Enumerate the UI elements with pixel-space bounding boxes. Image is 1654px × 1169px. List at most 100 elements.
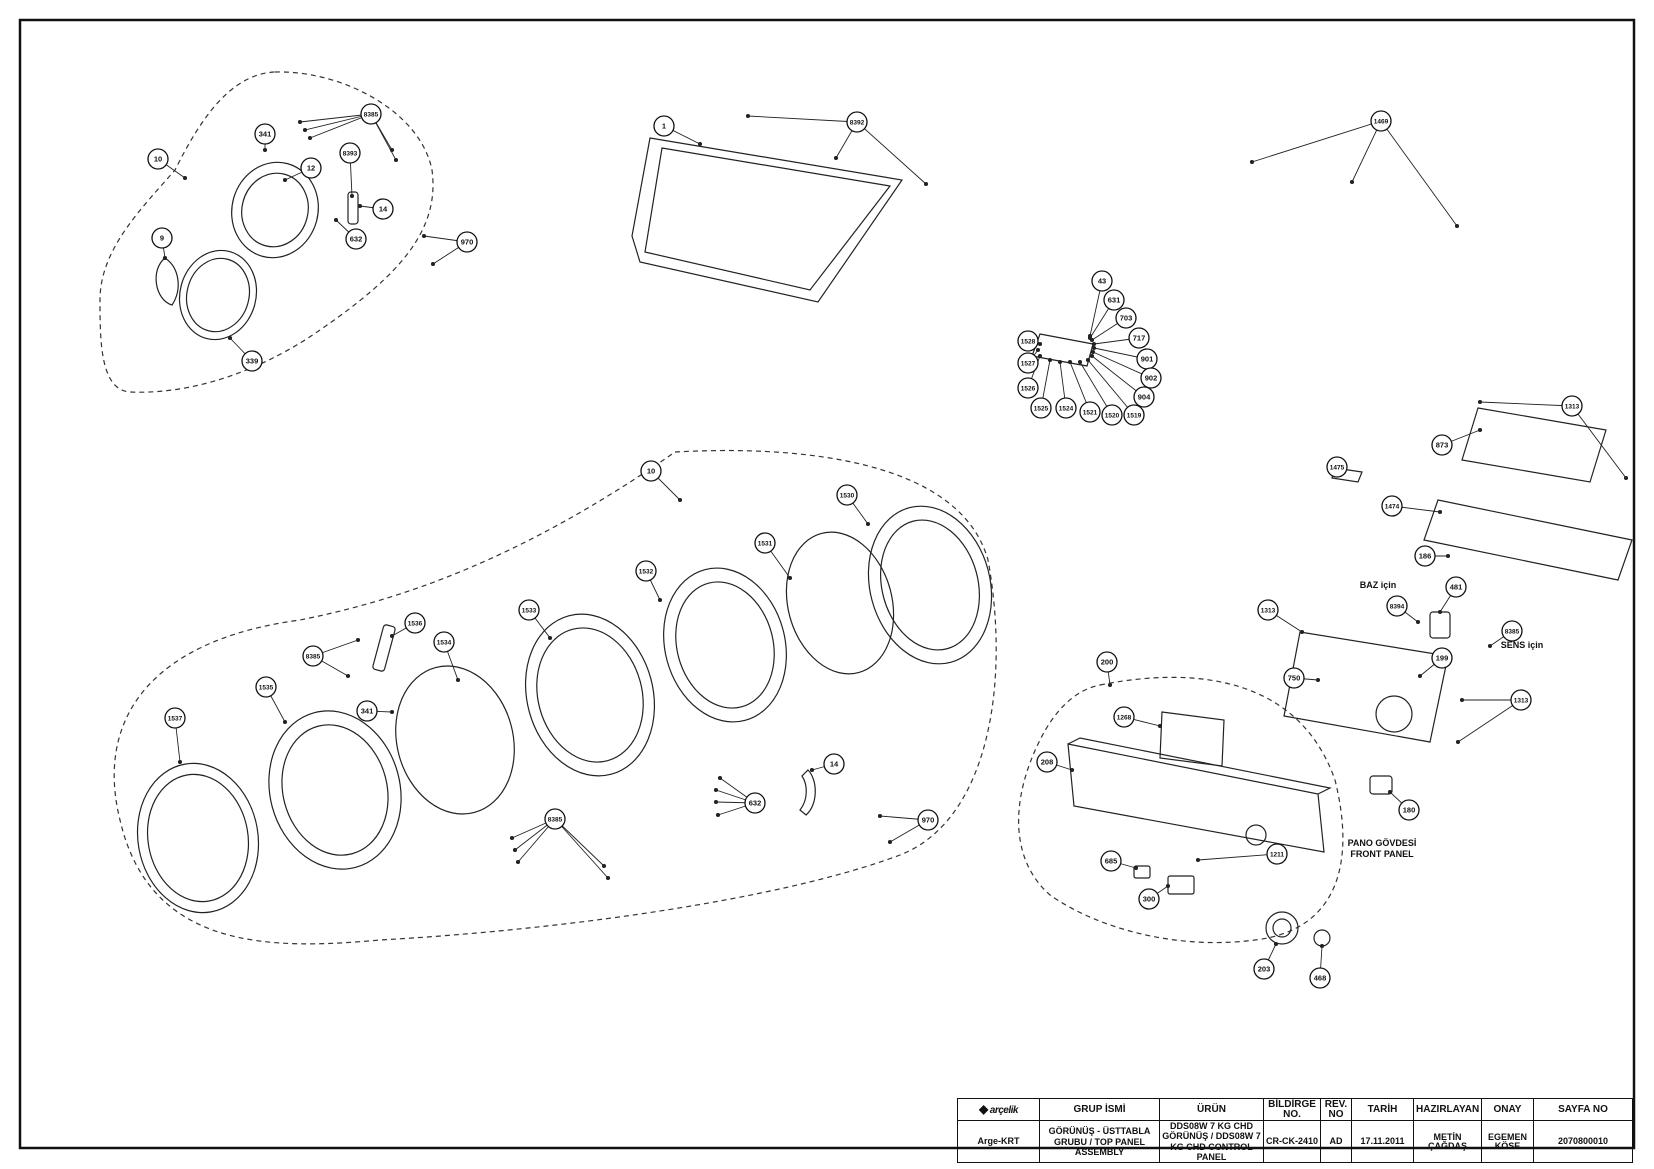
balloon-circle xyxy=(1101,404,1123,426)
balloon-label: 703 xyxy=(1120,314,1133,323)
balloon-callout: 10 xyxy=(640,460,662,482)
leader-dot xyxy=(389,709,395,715)
header-urun: ÜRÜN xyxy=(1159,1098,1264,1121)
leader-dot xyxy=(177,759,183,765)
balloon-callout: 904 xyxy=(1133,386,1155,408)
balloon-circle xyxy=(1257,599,1279,621)
balloon-label: 1527 xyxy=(1021,361,1036,368)
balloon-label: 1532 xyxy=(639,569,654,576)
balloon-callout: 1533 xyxy=(518,599,540,621)
balloon-circle xyxy=(1113,706,1135,728)
balloon-circle xyxy=(518,599,540,621)
leader-dot xyxy=(345,673,351,679)
part-switch-481 xyxy=(1429,611,1451,639)
value-department: Arge-KRT xyxy=(957,1119,1040,1164)
balloon-circle xyxy=(147,148,169,170)
header-rev: REV. NO xyxy=(1320,1098,1352,1121)
part-knob-203 xyxy=(1265,911,1299,945)
balloon-label: 200 xyxy=(1101,658,1114,667)
balloon-label: 685 xyxy=(1105,857,1118,866)
balloon-label: 8385 xyxy=(548,817,563,824)
balloon-circle xyxy=(1431,434,1453,456)
balloon-callout: 1521 xyxy=(1079,401,1101,423)
part-top-panel-inner xyxy=(644,147,892,291)
balloon-circle xyxy=(456,231,478,253)
leader-line xyxy=(747,115,858,123)
part-top-panel xyxy=(631,137,904,303)
balloon-label: 8385 xyxy=(364,112,379,119)
header-grup: GRUP İSMİ xyxy=(1039,1098,1160,1121)
balloon-circle xyxy=(1253,958,1275,980)
part-hinge-a xyxy=(347,191,359,225)
balloon-callout: 1530 xyxy=(836,484,858,506)
balloon-label: 1521 xyxy=(1083,410,1098,417)
part-door-outer-ring-a-inner xyxy=(241,172,309,248)
balloon-callout: 1531 xyxy=(754,532,776,554)
balloon-circle xyxy=(1100,850,1122,872)
balloon-callout: 873 xyxy=(1431,434,1453,456)
part-frame-1535 xyxy=(268,710,402,870)
balloon-label: 43 xyxy=(1098,277,1106,286)
balloon-callout: 186 xyxy=(1414,545,1436,567)
leader-dot xyxy=(787,575,793,581)
balloon-circle xyxy=(836,484,858,506)
balloon-circle xyxy=(404,612,426,634)
leader-dot xyxy=(715,812,721,818)
balloon-callout: 1211 xyxy=(1266,843,1288,865)
part-frame-1535-inner xyxy=(281,724,389,856)
balloon-callout: 1527 xyxy=(1017,352,1039,374)
leader-dot xyxy=(713,787,719,793)
balloon-callout: 9 xyxy=(151,227,173,249)
leader-dot xyxy=(1417,673,1423,679)
balloon-circle xyxy=(1445,576,1467,598)
leader-line xyxy=(304,113,372,131)
part-front-panel-208-top xyxy=(1067,737,1332,795)
part-outer-ring-1537-inner xyxy=(146,773,250,903)
balloon-callout: 10 xyxy=(147,148,169,170)
leader-dot xyxy=(1195,857,1201,863)
leader-dot xyxy=(1133,865,1139,871)
balloon-label: 632 xyxy=(749,799,762,808)
balloon-callout: 970 xyxy=(917,809,939,831)
balloon-label: 12 xyxy=(307,164,315,173)
balloon-callout: 970 xyxy=(456,231,478,253)
part-seal-1531 xyxy=(785,531,895,675)
balloon-circle xyxy=(1386,595,1408,617)
balloon-label: 10 xyxy=(154,155,162,164)
value-tarih: 17.11.2011 xyxy=(1351,1119,1414,1164)
balloon-callout: 341 xyxy=(356,700,378,722)
header-tarih: TARİH xyxy=(1351,1098,1414,1121)
leader-dot xyxy=(547,635,553,641)
balloon-circle xyxy=(372,198,394,220)
leader-dot xyxy=(227,335,233,341)
balloon-circle xyxy=(744,792,766,814)
balloon-label: 199 xyxy=(1436,654,1449,663)
balloon-label: 1536 xyxy=(408,621,423,628)
balloon-label: 970 xyxy=(922,816,935,825)
leader-dot xyxy=(1437,509,1443,515)
balloon-circle xyxy=(151,227,173,249)
leader-line xyxy=(1380,120,1458,227)
leader-dot xyxy=(1107,682,1113,688)
balloon-callout: 901 xyxy=(1136,348,1158,370)
balloon-label: 1474 xyxy=(1385,504,1400,511)
balloon-label: 9 xyxy=(160,234,164,243)
balloon-circle xyxy=(1381,495,1403,517)
header-sayfa: SAYFA NO xyxy=(1533,1098,1633,1121)
part-outer-ring-1537 xyxy=(136,762,260,914)
leader-dot xyxy=(302,127,308,133)
balloon-callout: 468 xyxy=(1309,967,1331,989)
balloon-label: 901 xyxy=(1141,355,1154,364)
balloon-label: 902 xyxy=(1145,374,1158,383)
leader-line xyxy=(1251,120,1382,163)
balloon-callout: 1526 xyxy=(1017,377,1039,399)
part-display-board xyxy=(1283,631,1449,743)
company-logo: ◆arçelik xyxy=(957,1098,1040,1121)
balloon-circle xyxy=(1030,397,1052,419)
leader-dot xyxy=(1349,179,1355,185)
balloon-label: 14 xyxy=(379,205,388,214)
balloon-circle xyxy=(1283,667,1305,689)
part-frame-1533 xyxy=(524,613,656,777)
balloon-circle xyxy=(1309,967,1331,989)
balloon-circle xyxy=(1561,395,1583,417)
